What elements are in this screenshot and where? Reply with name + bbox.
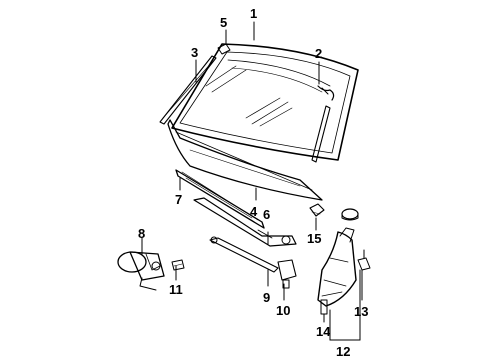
callout-14: 14 — [316, 324, 331, 339]
washer-nozzle — [309, 203, 325, 217]
pivot-bolt — [282, 279, 290, 289]
linkage-rod — [209, 236, 297, 281]
motor-connector — [171, 259, 185, 271]
cowl-panel — [167, 119, 323, 201]
side-molding-right — [311, 105, 331, 163]
side-molding-left — [159, 55, 217, 125]
wiper-arm — [193, 197, 297, 247]
molding-clip — [217, 43, 231, 55]
upper-molding — [317, 85, 335, 101]
callout-9: 9 — [263, 290, 270, 305]
callout-12: 12 — [336, 344, 350, 359]
callout-13: 13 — [354, 304, 368, 319]
wiper-blade — [175, 169, 265, 229]
windshield-glass — [171, 43, 359, 161]
leader-lines — [141, 21, 363, 341]
callout-6: 6 — [263, 207, 270, 222]
callout-11: 11 — [169, 282, 183, 297]
callout-5: 5 — [220, 15, 227, 30]
washer-reservoir — [317, 227, 357, 307]
reservoir-cap — [341, 208, 359, 221]
callout-3: 3 — [191, 45, 198, 60]
callout-4: 4 — [250, 204, 258, 219]
callout-10: 10 — [276, 303, 290, 318]
callout-1: 1 — [250, 6, 257, 21]
callout-2: 2 — [315, 46, 322, 61]
callout-labels: 1 2 3 4 5 6 7 8 9 10 11 12 13 14 15 — [138, 6, 368, 359]
washer-pump — [357, 249, 371, 271]
callout-8: 8 — [138, 226, 145, 241]
callout-15: 15 — [307, 231, 321, 246]
wiper-motor — [117, 251, 165, 291]
callout-7: 7 — [175, 192, 182, 207]
